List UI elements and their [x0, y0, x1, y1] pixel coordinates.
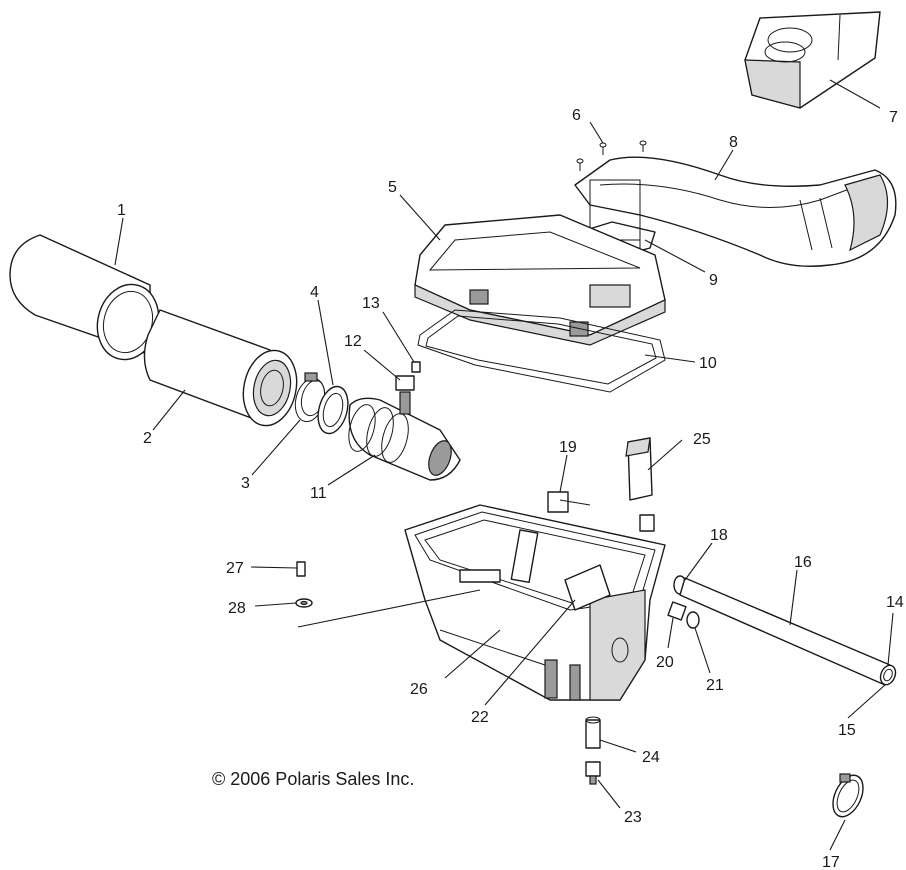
- callout-7: 7: [889, 109, 898, 126]
- callout-13: 13: [362, 295, 380, 312]
- part-17-hose-clamp: [832, 773, 864, 818]
- callout-3: 3: [241, 475, 250, 492]
- callout-19: 19: [559, 439, 577, 456]
- part-21-washer: [686, 611, 700, 629]
- part-14-cap: [883, 668, 893, 682]
- callout-27: 27: [226, 560, 244, 577]
- part-4-coupler-boot: [317, 385, 349, 435]
- part-1-outer-filter: [9, 234, 160, 361]
- callout-2: 2: [143, 430, 152, 447]
- part-28-washer: [295, 598, 313, 608]
- callout-9: 9: [709, 272, 718, 289]
- callout-25: 25: [693, 431, 711, 448]
- callout-23: 23: [624, 809, 642, 826]
- callout-labels: 1 2 3 4 5 6 7 8 9 10 11 12 13 14 15 16 1…: [117, 107, 904, 870]
- part-5-airbox-cover: [414, 214, 666, 346]
- part-25-foam-piece: [625, 437, 653, 501]
- callout-18: 18: [710, 527, 728, 544]
- part-24-drain-tube: [585, 716, 601, 749]
- callout-4: 4: [310, 284, 319, 301]
- callout-14: 14: [886, 594, 904, 611]
- callout-22: 22: [471, 709, 489, 726]
- callout-26: 26: [410, 681, 428, 698]
- part-27-push-pin: [296, 561, 306, 577]
- copyright-text: © 2006 Polaris Sales Inc.: [212, 769, 414, 789]
- callout-16: 16: [794, 554, 812, 571]
- callout-8: 8: [729, 134, 738, 151]
- callout-11: 11: [310, 485, 327, 502]
- callout-15: 15: [838, 722, 856, 739]
- part-13-fastener: [411, 361, 421, 373]
- part-20-fitting: [667, 601, 687, 621]
- callout-20: 20: [656, 654, 674, 671]
- callout-17: 17: [822, 854, 840, 870]
- callout-5: 5: [388, 179, 397, 196]
- callout-10: 10: [699, 355, 717, 372]
- part-22-drain-strap: [564, 564, 611, 611]
- callout-28: 28: [228, 600, 246, 617]
- part-23-drain-plug: [585, 761, 601, 785]
- part-16-tube: [679, 577, 897, 686]
- part-11-throttle-adapter: [348, 397, 461, 481]
- part-12-sensor: [395, 375, 415, 415]
- part-26-airbox-base: [404, 504, 666, 701]
- callout-21: 21: [706, 677, 724, 694]
- part-19-clip: [547, 491, 591, 513]
- part-2-filter-element: [143, 309, 298, 427]
- callout-1: 1: [117, 202, 126, 219]
- part-8-intake-duct: [574, 156, 897, 267]
- part-10-gasket: [417, 309, 666, 393]
- leader-lines: [114, 79, 894, 851]
- callout-12: 12: [344, 333, 362, 350]
- callout-24: 24: [642, 749, 660, 766]
- part-7-foam-block: [744, 11, 881, 109]
- callout-6: 6: [572, 107, 581, 124]
